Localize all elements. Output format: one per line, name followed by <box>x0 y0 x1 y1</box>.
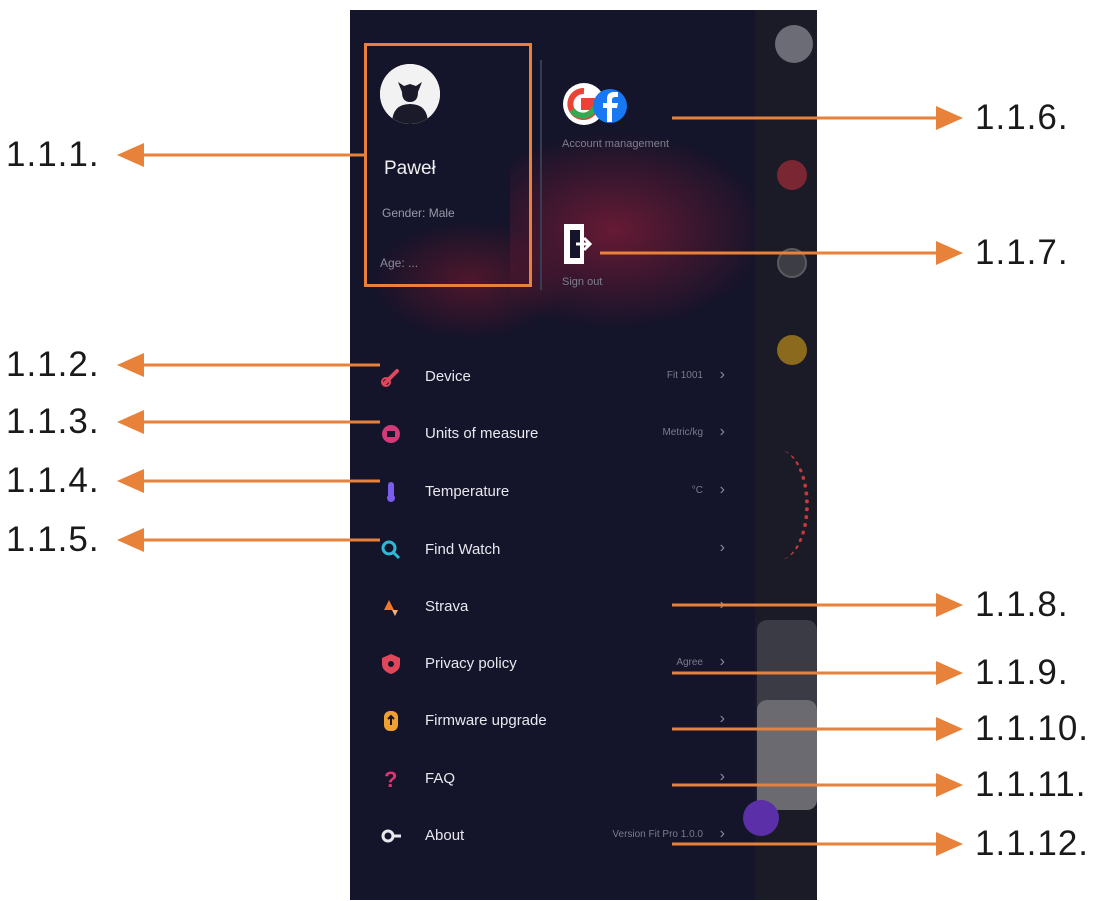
menu-label: Device <box>425 368 471 385</box>
menu-item-find-watch[interactable]: Find Watch › <box>350 529 755 569</box>
svg-text:?: ? <box>384 768 397 790</box>
phone-screen: Paweł Gender: Male Age: ... Account mana… <box>350 10 817 900</box>
sign-out-button[interactable] <box>562 222 593 273</box>
annotation-1-1-5: 1.1.5. <box>6 520 100 559</box>
annotation-1-1-8: 1.1.8. <box>975 585 1069 624</box>
chevron-right-icon: › <box>719 539 725 556</box>
profile-name: Paweł <box>384 158 436 179</box>
annotation-1-1-6: 1.1.6. <box>975 98 1069 137</box>
menu-label: Find Watch <box>425 541 501 558</box>
strip-icon-red <box>777 160 807 190</box>
shield-icon <box>382 654 400 674</box>
menu-item-units-of-measure[interactable]: Units of measure Metric/kg › <box>350 413 755 453</box>
menu-item-faq[interactable]: ? FAQ › <box>350 758 755 798</box>
menu-item-firmware-upgrade[interactable]: Firmware upgrade › <box>350 700 755 740</box>
chevron-right-icon: › <box>719 768 725 785</box>
menu-value: °C <box>691 485 703 496</box>
annotation-1-1-10: 1.1.10. <box>975 709 1090 748</box>
avatar[interactable] <box>380 64 440 124</box>
profile-divider <box>540 60 542 290</box>
sign-out-label: Sign out <box>562 276 603 288</box>
chevron-right-icon: › <box>719 423 725 440</box>
menu-value: Metric/kg <box>662 427 703 438</box>
menu-value: Version Fit Pro 1.0.0 <box>612 829 703 840</box>
annotation-1-1-2: 1.1.2. <box>6 345 100 384</box>
annotation-1-1-11: 1.1.11. <box>975 765 1087 804</box>
background-wave-secondary <box>370 220 570 340</box>
link-icon <box>381 369 399 387</box>
chevron-right-icon: › <box>719 366 725 383</box>
background-wave <box>510 130 770 330</box>
menu-label: About <box>425 827 465 844</box>
strava-icon <box>384 600 398 616</box>
menu-item-privacy-policy[interactable]: Privacy policy Agree › <box>350 643 755 683</box>
menu-label: Firmware upgrade <box>425 712 547 729</box>
annotation-1-1-1: 1.1.1. <box>6 135 100 174</box>
scale-icon <box>382 425 400 443</box>
menu-item-about[interactable]: About Version Fit Pro 1.0.0 › <box>350 815 755 855</box>
menu-label: FAQ <box>425 770 456 787</box>
strip-progress-arc <box>749 450 809 560</box>
thermometer-icon <box>387 482 395 502</box>
chevron-right-icon: › <box>719 710 725 727</box>
menu-value: Fit 1001 <box>666 370 703 381</box>
question-icon: ? <box>384 768 397 790</box>
menu-label: Temperature <box>425 483 510 500</box>
strip-purple-circle <box>743 800 779 836</box>
profile-extra: Age: ... <box>380 256 419 270</box>
search-icon <box>381 540 401 560</box>
account-management-button[interactable] <box>562 80 628 133</box>
info-icon <box>381 829 401 843</box>
chevron-right-icon: › <box>719 481 725 498</box>
firmware-icon <box>384 711 398 731</box>
sign-out-icon <box>564 224 593 264</box>
underlying-screen-strip <box>743 10 817 900</box>
strip-avatar <box>775 25 813 63</box>
annotation-1-1-7: 1.1.7. <box>975 233 1069 272</box>
annotation-1-1-12: 1.1.12. <box>975 824 1090 863</box>
menu-value: Agree <box>676 657 703 668</box>
menu-label: Strava <box>425 598 469 615</box>
account-management-label: Account management <box>562 138 670 150</box>
chevron-right-icon: › <box>719 825 725 842</box>
annotation-1-1-4: 1.1.4. <box>6 461 100 500</box>
avatar-icon <box>380 64 440 124</box>
profile-gender: Gender: Male <box>382 206 455 220</box>
chevron-right-icon: › <box>719 653 725 670</box>
profile-section[interactable] <box>364 43 532 287</box>
menu-label: Privacy policy <box>425 655 517 672</box>
strip-card-2 <box>757 700 817 810</box>
menu-item-temperature[interactable]: Temperature °C › <box>350 471 755 511</box>
menu-label: Units of measure <box>425 425 539 442</box>
menu-item-device[interactable]: Device Fit 1001 › <box>350 356 755 396</box>
annotation-1-1-9: 1.1.9. <box>975 653 1069 692</box>
strip-icon-gold <box>777 335 807 365</box>
google-facebook-icon <box>563 83 627 125</box>
annotation-1-1-3: 1.1.3. <box>6 402 100 441</box>
